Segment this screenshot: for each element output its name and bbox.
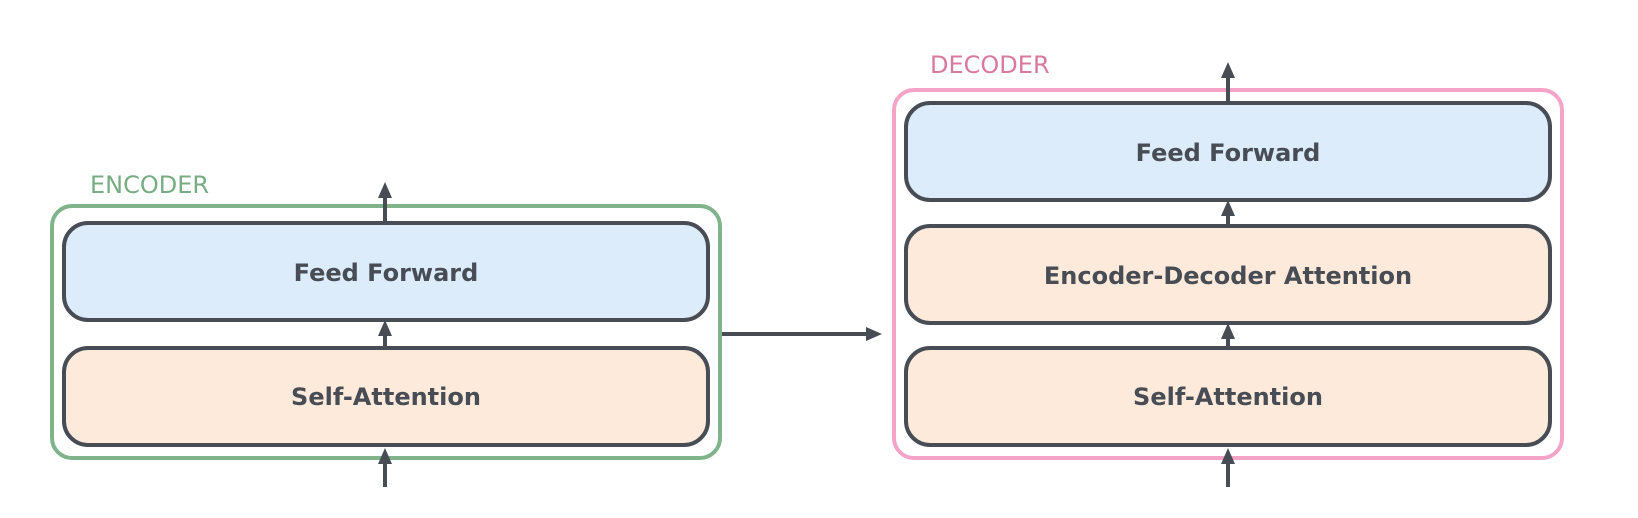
- encoder-feed-forward-label: Feed Forward: [294, 259, 479, 287]
- encoder-title: ENCODER: [90, 171, 209, 199]
- encoder-self-attention-block[interactable]: [62, 346, 710, 447]
- decoder-self-attention-label: Self-Attention: [1133, 383, 1323, 411]
- decoder-enc-dec-attention-label: Encoder-Decoder Attention: [1044, 262, 1412, 290]
- decoder-self-attention-block[interactable]: [904, 346, 1552, 447]
- encoder-self-attention-label: Self-Attention: [291, 383, 481, 411]
- decoder-title: DECODER: [930, 51, 1050, 79]
- decoder-feed-forward-label: Feed Forward: [1136, 139, 1321, 167]
